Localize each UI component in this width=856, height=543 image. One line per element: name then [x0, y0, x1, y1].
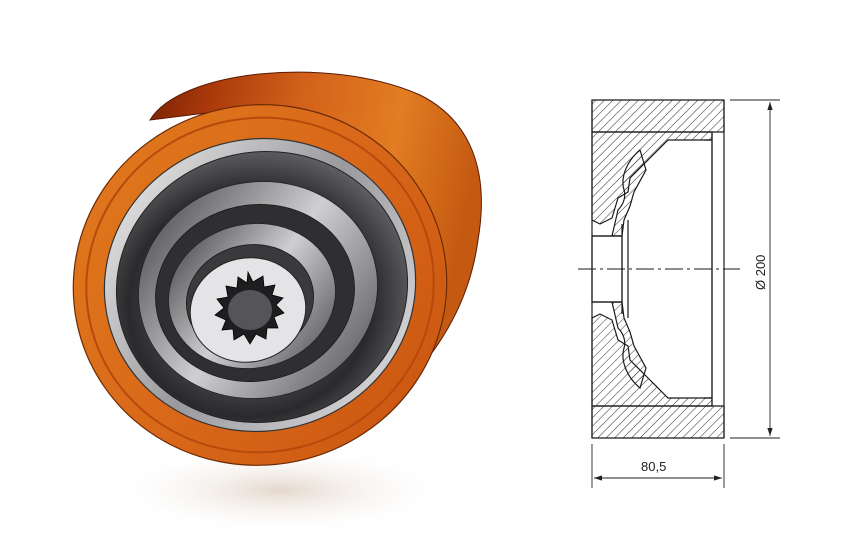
spline-bore-inner [228, 290, 272, 330]
section-top-tread [591, 99, 725, 133]
wheel-reflection [105, 445, 455, 535]
wheel-render [72, 71, 482, 535]
cross-section-drawing [578, 99, 740, 439]
diameter-label: Ø 200 [753, 255, 768, 290]
width-dimension [591, 444, 725, 488]
section-bottom-tread [591, 405, 725, 439]
section-web-top [611, 148, 647, 237]
section-web-bottom [611, 301, 647, 390]
section-bottom-hub [591, 313, 713, 407]
diameter-dimension [730, 99, 780, 439]
wheel-tread-edge [85, 116, 435, 454]
width-label: 80,5 [641, 459, 666, 474]
section-top-hub [591, 131, 713, 225]
